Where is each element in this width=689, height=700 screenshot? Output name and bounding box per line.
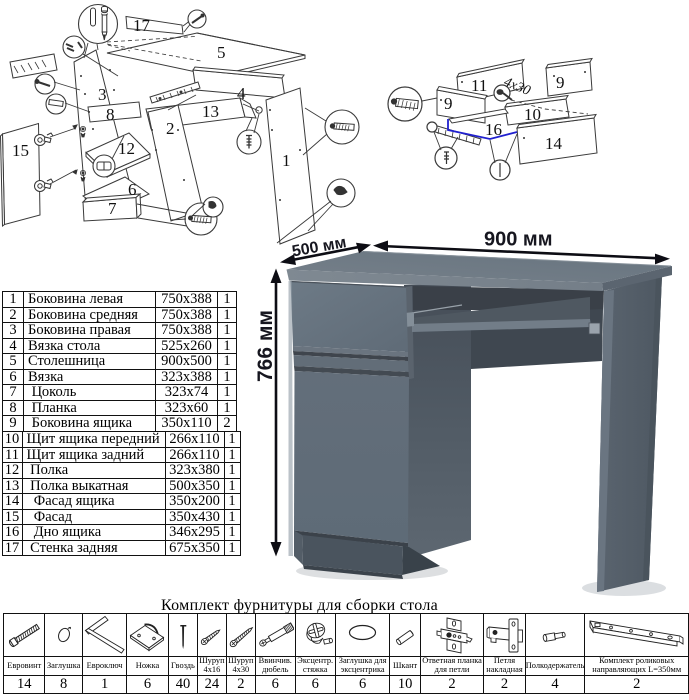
svg-text:14: 14 [545,134,563,153]
svg-text:4: 4 [237,84,246,103]
svg-text:9: 9 [444,94,453,113]
svg-text:13: 13 [202,102,219,121]
svg-text:2: 2 [166,119,175,138]
svg-text:12: 12 [118,139,135,158]
svg-text:1: 1 [282,151,291,170]
svg-text:500 мм: 500 мм [291,234,348,260]
svg-text:6: 6 [128,180,137,199]
svg-text:15: 15 [12,141,29,160]
svg-text:17: 17 [133,16,151,35]
svg-text:11: 11 [471,76,487,95]
svg-text:900 мм: 900 мм [484,229,553,251]
svg-text:7: 7 [108,199,117,218]
svg-text:10: 10 [524,105,541,124]
svg-text:3: 3 [98,85,107,104]
svg-text:766 мм: 766 мм [254,310,277,382]
svg-text:9: 9 [556,73,565,92]
svg-text:16: 16 [485,120,502,139]
svg-text:5: 5 [217,43,226,62]
svg-text:8: 8 [106,105,115,124]
